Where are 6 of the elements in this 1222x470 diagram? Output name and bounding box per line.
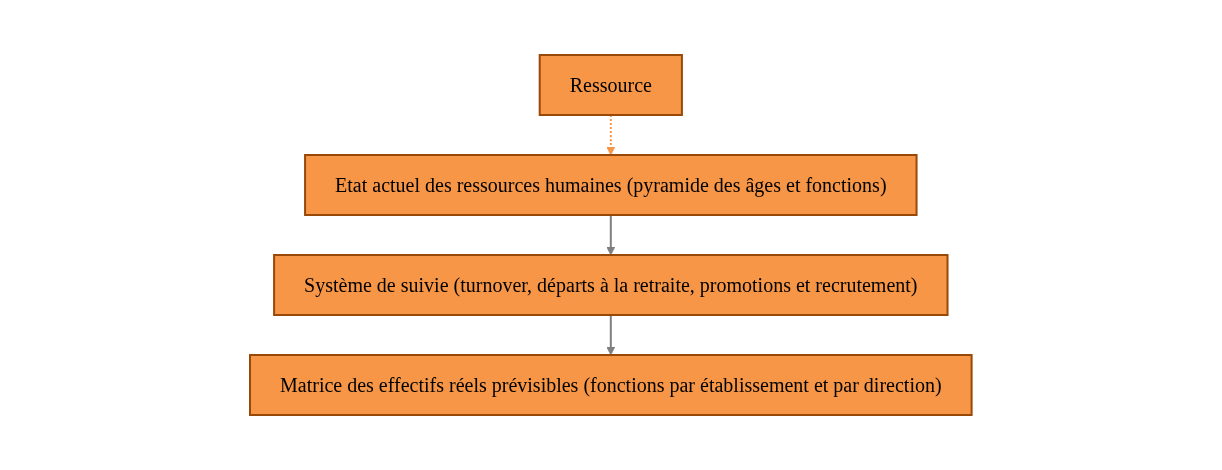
node-box: Etat actuel des ressources humaines (pyramide des âges et fonctions) xyxy=(304,154,918,216)
arrow xyxy=(606,314,616,356)
arrow xyxy=(606,214,616,256)
node-box: Matrice des effectifs réels prévisibles (fonctions par établissement et par direction) xyxy=(249,354,973,416)
node-box: Système de suivie (turnover, départs à la retraite, promotions et recrutement) xyxy=(273,254,949,316)
node-box: Ressource xyxy=(538,54,684,116)
